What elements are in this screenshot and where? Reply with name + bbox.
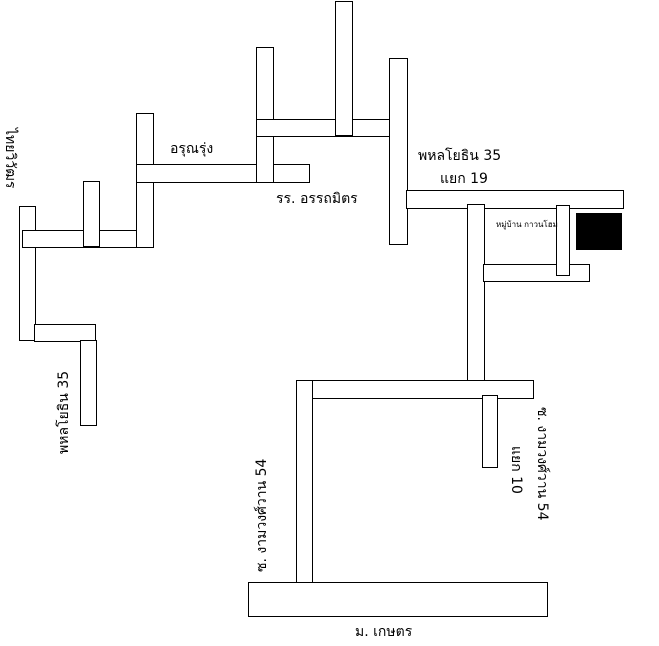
label-yaek-19: แยก 19 [440, 171, 488, 187]
label-phahonyothin-35-left: พหลโยธิน 35 [56, 370, 72, 454]
road-village-horizontal [483, 264, 590, 282]
road-ngam-wong-wan-54-vertical [296, 380, 313, 584]
road-phahonyothin-35-left-vertical [80, 340, 97, 426]
road-short-vertical-a [83, 181, 100, 247]
road-top-vertical [335, 1, 353, 136]
destination-marker [576, 213, 622, 250]
road-top-horizontal [256, 119, 408, 137]
road-kaset-horizontal [248, 582, 548, 617]
road-vertical-c [256, 47, 274, 183]
road-village-vertical [556, 205, 570, 276]
label-ngam-wong-wan-54-right: ซ. งามวงศ์วาน 54 [534, 407, 550, 521]
label-kaset: ม. เกษตร [355, 624, 413, 640]
road-arun-rung-horizontal [136, 164, 310, 183]
label-arun-rung: อรุณรุ่ง [170, 141, 214, 157]
label-thai-wittayu: ไทยวิวัฒร [2, 128, 18, 189]
label-village: หมู่บ้าน กาวนโฮม [496, 220, 558, 229]
road-yaek-10-vertical [482, 395, 498, 468]
road-ngam-wong-wan-54-horizontal [296, 380, 534, 399]
label-phahonyothin-35-top: พหลโยธิน 35 [418, 148, 502, 164]
road-phahonyothin-35-vertical [389, 58, 408, 245]
label-yaek-10: แยก 10 [508, 446, 524, 494]
road-left-vertical [19, 206, 36, 341]
road-left-spur-horizontal [34, 324, 96, 342]
label-rr-arunmitr: รร. อรรถมิตร [276, 191, 358, 207]
label-ngam-wong-wan-54-left: ซ. งามวงศ์วาน 54 [254, 458, 270, 572]
road-main-vertical [467, 204, 485, 397]
road-yaek-19-horizontal [406, 190, 624, 209]
